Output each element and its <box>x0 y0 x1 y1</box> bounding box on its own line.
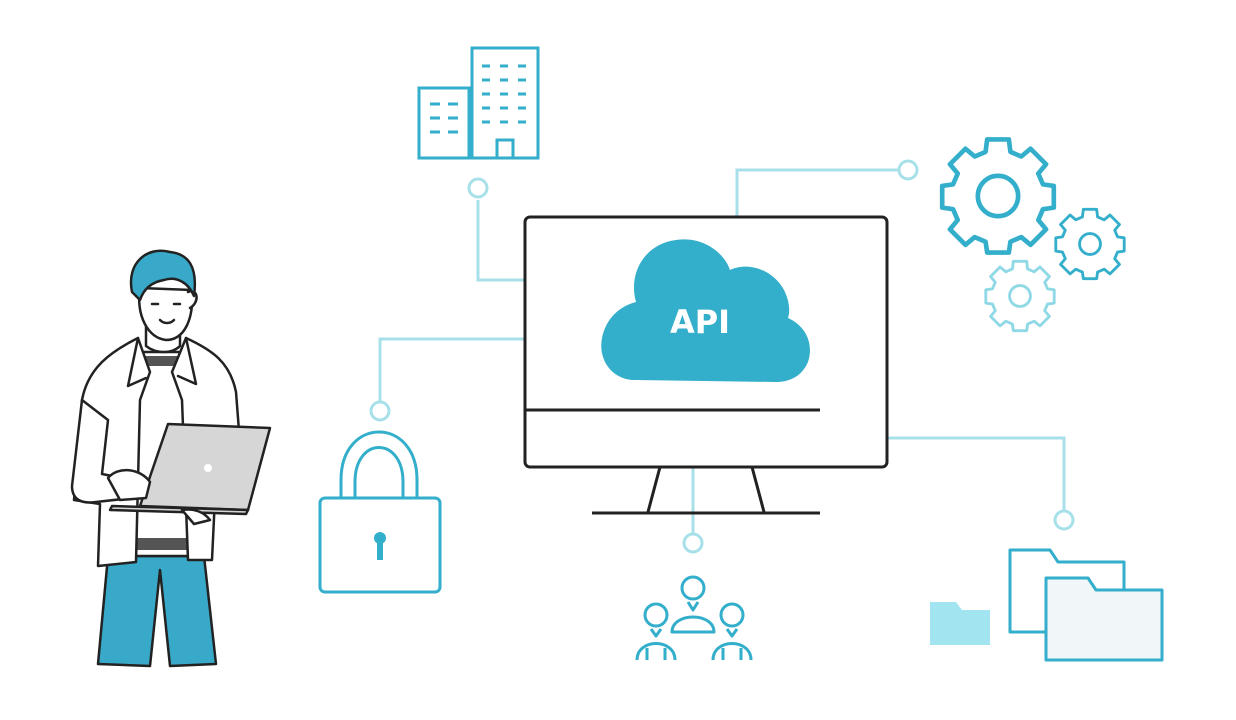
gear-icon <box>942 139 1126 333</box>
person-with-laptop <box>70 249 272 668</box>
gear-small <box>984 259 1056 333</box>
person-hair <box>129 249 197 302</box>
person-hand-right <box>180 508 212 526</box>
person-center <box>670 575 716 634</box>
cloud-shape <box>601 239 810 382</box>
gear-large <box>942 139 1054 252</box>
sweater-stripe-2 <box>132 538 192 550</box>
jacket-lapel-left <box>126 336 148 388</box>
lock-keyhole-slot <box>377 538 383 560</box>
person-pants <box>96 554 218 668</box>
lock-icon <box>318 430 442 594</box>
person-left <box>635 602 677 661</box>
building-short <box>417 86 471 160</box>
building-door <box>495 138 515 160</box>
lock-shackle-outer <box>339 430 419 498</box>
folder-front <box>1044 576 1164 662</box>
node-building <box>467 177 489 199</box>
connector-lock <box>378 337 592 402</box>
person-hand <box>106 469 152 502</box>
monitor-stand <box>646 466 766 513</box>
node-lock <box>369 400 391 422</box>
gear-medium <box>1054 207 1126 281</box>
connector-nodes <box>369 159 1075 554</box>
people-icon <box>635 575 753 661</box>
jacket-lapel-right <box>176 336 198 386</box>
building-icon <box>417 46 540 160</box>
lock-shackle-inner <box>353 446 405 498</box>
laptop-logo <box>204 464 212 472</box>
folder-icon <box>930 548 1164 662</box>
node-people <box>682 532 704 554</box>
person-smile <box>158 318 176 325</box>
laptop-base <box>108 504 250 516</box>
node-folders <box>1053 509 1075 531</box>
cloud-icon: API <box>601 239 810 382</box>
person-right <box>711 602 753 661</box>
node-gears <box>897 159 919 181</box>
building-windows <box>430 64 526 134</box>
folder-small <box>930 602 990 645</box>
cloud-label: API <box>670 303 730 341</box>
